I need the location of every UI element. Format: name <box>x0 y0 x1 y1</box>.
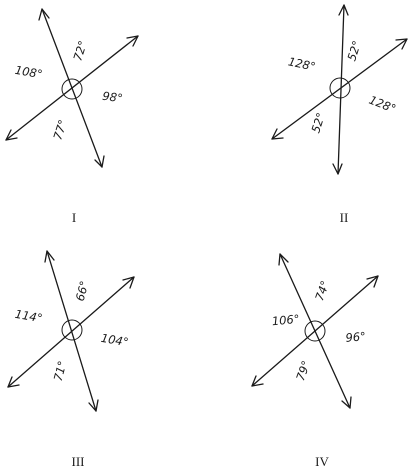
panel-3-angle-label-3: 104° <box>100 331 130 350</box>
panel-2-line-b <box>271 38 408 140</box>
panel-1-angle-label-3: 98° <box>101 89 123 106</box>
panel-4-vertex-arc <box>304 320 326 342</box>
panel-3-caption: III <box>72 454 85 469</box>
panel-4-line-b <box>251 275 379 387</box>
panel-3-angle-label-4: 71° <box>51 359 70 382</box>
panel-4-angle-label-4: 79° <box>293 359 313 383</box>
panel-3-arrowhead-b-upper <box>122 276 135 289</box>
panel-4-arrowhead-b-lower <box>251 375 264 387</box>
panel-1-arrowhead-b-upper <box>126 35 139 47</box>
panel-2-arrowhead-a-bottom <box>332 163 343 175</box>
panel-3: 66° 114° 104° 71° III <box>7 250 135 469</box>
panel-2-angle-label-1: 52° <box>344 39 364 63</box>
panel-1-angle-label-2: 108° <box>14 63 44 82</box>
panel-2-line-a <box>337 4 345 175</box>
panel-1-arrowhead-a-top <box>38 8 50 21</box>
panel-1-arrowhead-b-lower <box>5 129 18 141</box>
panel-1-line-b <box>5 35 139 141</box>
panel-1-angle-label-4: 77° <box>50 118 70 142</box>
panel-2-angle-label-2: 128° <box>287 54 317 73</box>
panel-4: 74° 106° 96° 79° IV <box>251 253 379 469</box>
panel-1-vertex-arc <box>61 78 83 100</box>
panel-3-angle-label-1: 66° <box>73 279 92 302</box>
panel-2-angle-label-3: 128° <box>367 93 398 116</box>
panel-2-arrowhead-b-upper <box>395 38 408 50</box>
panel-4-angle-label-3: 96° <box>345 329 367 345</box>
panel-3-line-b <box>7 276 135 388</box>
panel-2-angle-label-4: 52° <box>308 111 328 135</box>
panel-1: 72° 108° 98° 77° I <box>5 8 139 225</box>
panel-3-arrowhead-a-bottom <box>88 399 99 412</box>
panel-1-caption: I <box>72 210 76 225</box>
panel-2: 52° 128° 128° 52° II <box>271 4 408 225</box>
panel-2-arrowhead-b-lower <box>271 128 284 140</box>
panel-1-arrowhead-a-bottom <box>94 155 105 168</box>
panel-4-caption: IV <box>315 454 329 469</box>
panel-3-arrowhead-a-top <box>44 250 55 263</box>
panel-3-vertex-arc <box>61 319 83 341</box>
panel-4-angle-label-1: 74° <box>312 279 332 303</box>
panel-3-angle-label-2: 114° <box>14 307 44 326</box>
panel-4-arrowhead-a-bottom <box>341 396 352 409</box>
panel-3-arrowhead-b-lower <box>7 376 20 388</box>
panel-2-vertex-arc <box>329 77 351 99</box>
panel-4-arrowhead-b-upper <box>366 275 379 288</box>
panel-2-caption: II <box>340 210 349 225</box>
panel-4-arrowhead-a-top <box>278 253 289 266</box>
panel-2-arrowhead-a-top <box>338 4 349 16</box>
panel-4-angle-label-2: 106° <box>271 312 300 328</box>
panel-1-angle-label-1: 72° <box>70 39 90 63</box>
